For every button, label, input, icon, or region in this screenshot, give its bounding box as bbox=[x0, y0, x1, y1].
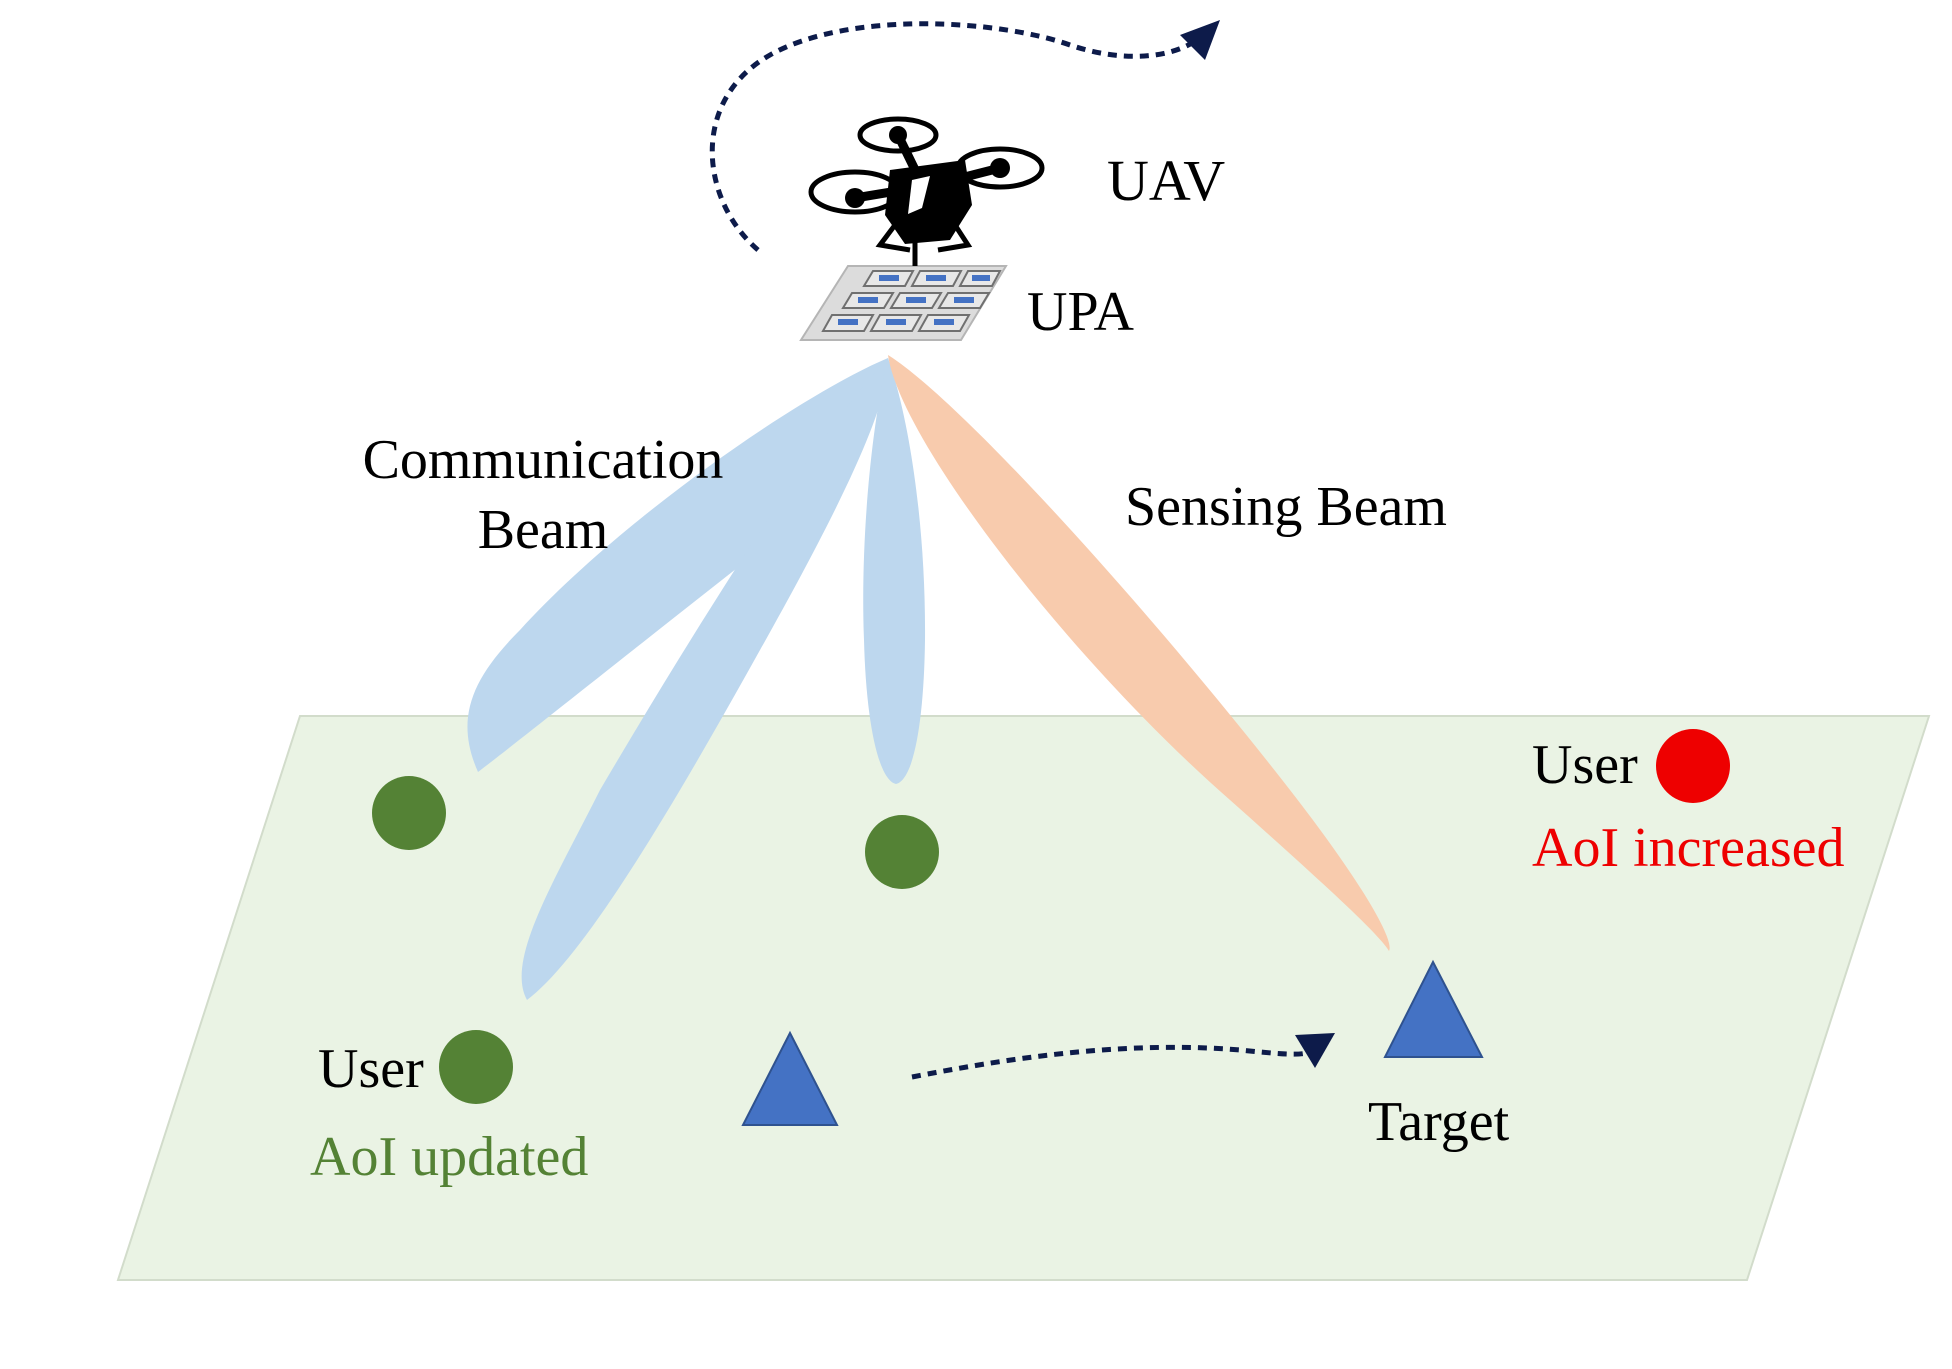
uav-trajectory-arrow bbox=[709, 21, 1202, 252]
communication-beam-3 bbox=[863, 358, 926, 784]
uav-trajectory-arrowhead bbox=[1180, 20, 1220, 60]
communication-beam-2 bbox=[521, 358, 889, 1000]
target-movement-arrowhead bbox=[1295, 1033, 1335, 1068]
uav-label: UAV bbox=[1107, 148, 1225, 213]
target-triangle-moved bbox=[1383, 959, 1484, 1058]
sensing-beam bbox=[888, 355, 1390, 951]
communication-beams bbox=[467, 358, 926, 1000]
uav-icon bbox=[808, 116, 1045, 266]
communication-beam-label-line2: Beam bbox=[478, 499, 609, 561]
user-updated-dot bbox=[439, 1030, 513, 1104]
user-updated-label: User bbox=[318, 1038, 424, 1100]
upa-label: UPA bbox=[1027, 281, 1134, 343]
target-label: Target bbox=[1368, 1091, 1510, 1153]
aoi-increased-label: AoI increased bbox=[1532, 817, 1845, 879]
user-increased-dot bbox=[1656, 729, 1730, 803]
communication-beam-label-line1: Communication bbox=[363, 429, 724, 491]
user-increased-label: User bbox=[1532, 734, 1638, 796]
communication-beam-1 bbox=[467, 358, 889, 772]
user-dot-1 bbox=[372, 776, 446, 850]
target-triangle-initial bbox=[741, 1030, 839, 1126]
sensing-beam-label: Sensing Beam bbox=[1125, 476, 1447, 538]
aoi-updated-label: AoI updated bbox=[310, 1126, 588, 1188]
target-movement-arrow bbox=[911, 1044, 1311, 1080]
upa-icon bbox=[799, 265, 1008, 341]
user-dot-2 bbox=[865, 815, 939, 889]
